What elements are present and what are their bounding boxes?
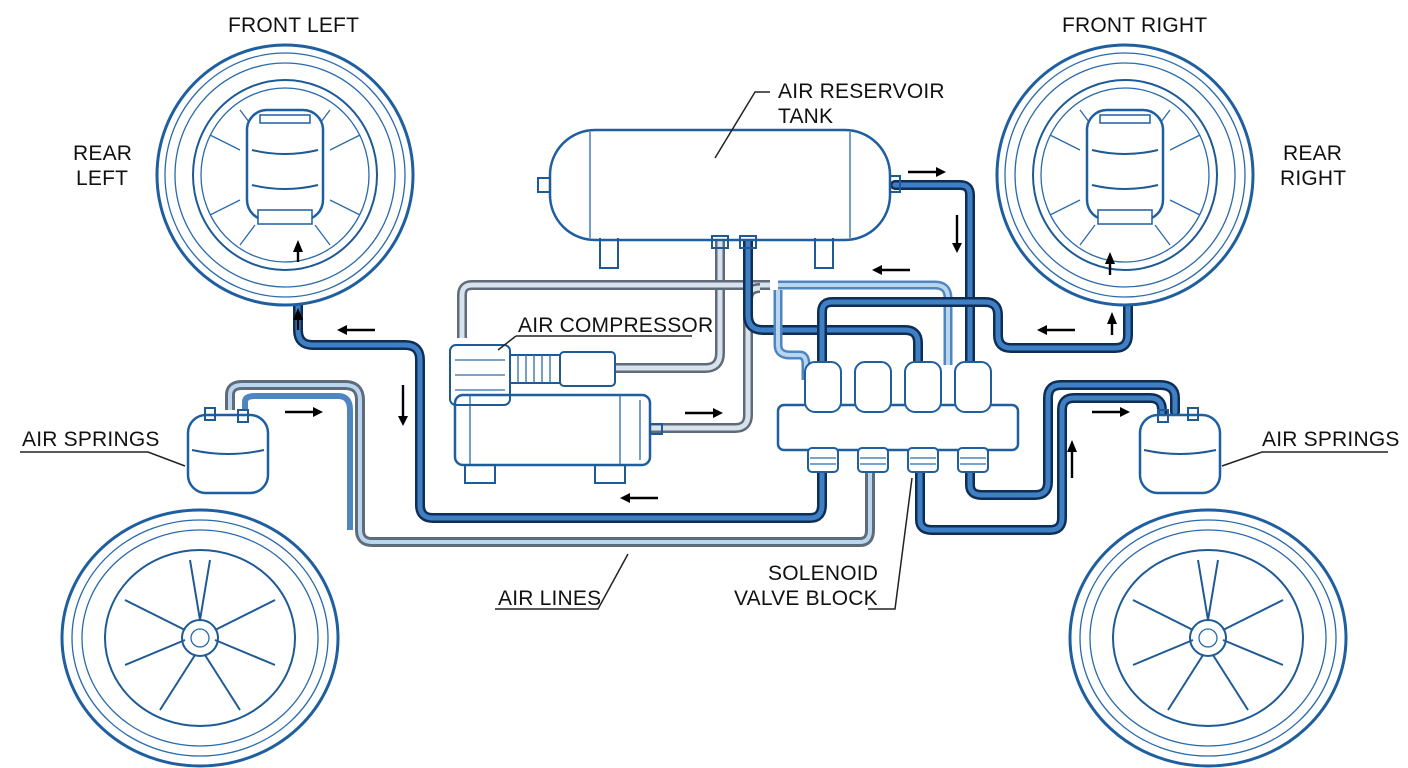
rear-right-wheel [995,43,1255,307]
label-rear-right: RIGHT [1280,167,1346,190]
leader-lines [20,91,1388,610]
air-compressor [449,344,663,484]
arrow-up-icon [1067,440,1077,478]
arrow-down-icon [398,385,408,426]
label-solenoid-valve-block: VALVE BLOCK [734,587,878,610]
arrow-up-icon [1107,312,1117,335]
label-air-reservoir-tank: TANK [778,105,833,128]
label-front-right: FRONT RIGHT [1062,14,1207,37]
label-air-lines: AIR LINES [498,587,601,610]
front-right-wheel [1068,508,1348,768]
left-air-spring [186,407,270,495]
label-air-reservoir-tank: AIR RESERVOIR [778,80,945,103]
air-reservoir-tank [537,128,901,269]
arrow-left-icon [337,325,375,335]
flow-arrows [285,167,1130,503]
arrow-right-icon [685,408,723,418]
label-air-springs-right: AIR SPRINGS [1262,428,1400,451]
label-air-compressor: AIR COMPRESSOR [518,314,713,337]
arrow-right-icon [285,407,323,417]
label-air-springs-left: AIR SPRINGS [22,428,160,451]
label-rear-right: REAR [1283,142,1342,165]
rear-left-wheel [155,43,415,307]
solenoid-valve-block [776,361,1020,473]
labels: FRONT LEFT FRONT RIGHT REAR LEFT REAR RI… [22,14,1400,610]
label-front-left: FRONT LEFT [228,14,359,37]
arrow-right-icon [1092,407,1130,417]
front-left-wheel [60,508,340,768]
arrow-up-icon [293,240,303,262]
arrow-right-icon [908,167,946,177]
arrow-up-icon [293,308,303,330]
arrow-left-icon [1037,325,1075,335]
right-air-spring [1138,407,1222,495]
arrow-left-icon [872,265,910,275]
label-rear-left: REAR [73,142,132,165]
arrow-up-icon [1105,252,1115,275]
label-rear-left: LEFT [76,167,128,190]
arrow-left-icon [620,493,658,503]
air-lines [225,180,1180,547]
label-solenoid-valve-block: SOLENOID [768,562,878,585]
arrow-down-icon [952,215,962,253]
